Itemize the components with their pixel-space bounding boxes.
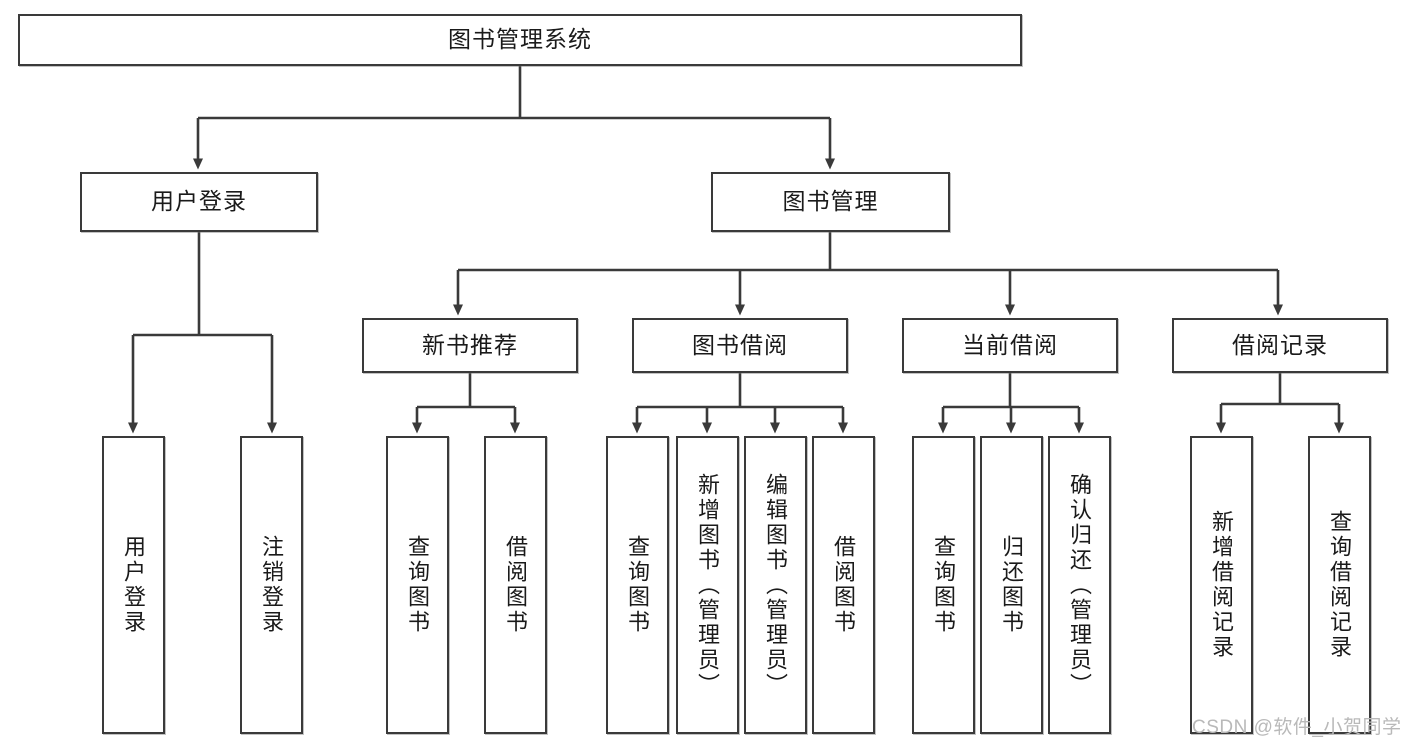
csdn-watermark: CSDN @软件_小贺同学 [1192, 717, 1402, 738]
node-user-login[interactable]: 用户登录 [80, 172, 318, 232]
node-leaf-return-book[interactable]: 归还图书 [980, 436, 1043, 734]
node-new-book-rec[interactable]: 新书推荐 [362, 318, 578, 373]
node-leaf-query-book-2-label: 查询图书 [625, 535, 651, 635]
node-user-login-label: 用户登录 [151, 188, 247, 215]
node-leaf-logout-label: 注销登录 [259, 535, 285, 635]
node-current-borrow-label: 当前借阅 [962, 331, 1058, 358]
node-leaf-confirm-return-label: 确认归还（管理员） [1067, 472, 1093, 698]
node-new-book-rec-label: 新书推荐 [422, 331, 518, 358]
node-leaf-user-login-label: 用户登录 [121, 535, 147, 635]
node-current-borrow[interactable]: 当前借阅 [902, 318, 1118, 373]
node-leaf-return-book-label: 归还图书 [999, 535, 1025, 635]
node-leaf-borrow-book-2-label: 借阅图书 [831, 535, 857, 635]
node-borrow-record-label: 借阅记录 [1232, 331, 1328, 358]
node-leaf-query-book-3[interactable]: 查询图书 [912, 436, 975, 734]
node-leaf-query-record-label: 查询借阅记录 [1327, 510, 1353, 660]
node-leaf-borrow-book-1-label: 借阅图书 [503, 535, 529, 635]
node-leaf-add-book[interactable]: 新增图书（管理员） [676, 436, 739, 734]
node-book-borrow[interactable]: 图书借阅 [632, 318, 848, 373]
node-leaf-borrow-book-2[interactable]: 借阅图书 [812, 436, 875, 734]
node-borrow-record[interactable]: 借阅记录 [1172, 318, 1388, 373]
node-leaf-query-book-1[interactable]: 查询图书 [386, 436, 449, 734]
node-root[interactable]: 图书管理系统 [18, 14, 1022, 66]
node-leaf-edit-book[interactable]: 编辑图书（管理员） [744, 436, 807, 734]
node-leaf-edit-book-label: 编辑图书（管理员） [763, 472, 789, 698]
node-leaf-query-book-2[interactable]: 查询图书 [606, 436, 669, 734]
node-leaf-query-book-1-label: 查询图书 [405, 535, 431, 635]
node-leaf-borrow-book-1[interactable]: 借阅图书 [484, 436, 547, 734]
node-leaf-add-record[interactable]: 新增借阅记录 [1190, 436, 1253, 734]
node-root-label: 图书管理系统 [448, 26, 592, 53]
node-book-manage-label: 图书管理 [782, 188, 879, 215]
node-leaf-user-login[interactable]: 用户登录 [102, 436, 165, 734]
node-book-borrow-label: 图书借阅 [692, 331, 788, 358]
node-book-manage[interactable]: 图书管理 [711, 172, 950, 232]
node-leaf-add-book-label: 新增图书（管理员） [695, 472, 721, 698]
node-leaf-logout[interactable]: 注销登录 [240, 436, 303, 734]
node-leaf-query-book-3-label: 查询图书 [931, 535, 957, 635]
node-leaf-add-record-label: 新增借阅记录 [1209, 510, 1235, 660]
node-leaf-query-record[interactable]: 查询借阅记录 [1308, 436, 1371, 734]
node-leaf-confirm-return[interactable]: 确认归还（管理员） [1048, 436, 1111, 734]
